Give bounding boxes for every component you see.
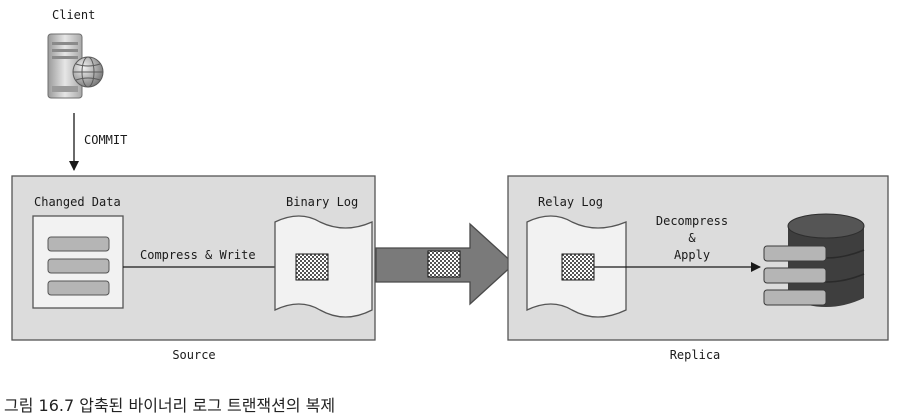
changed-data-box: [32, 215, 124, 309]
decompress-amp-label: &: [688, 231, 696, 245]
binary-log-label: Binary Log: [286, 195, 358, 209]
compress-write-label: Compress & Write: [140, 248, 256, 262]
apply-label: Apply: [674, 248, 710, 262]
relay-log-label: Relay Log: [538, 195, 603, 209]
compressed-block: [295, 253, 329, 281]
source-label: Source: [172, 348, 215, 362]
database-icon: [763, 213, 865, 307]
replica-label: Replica: [670, 348, 721, 362]
compressed-block: [561, 253, 595, 281]
commit-label: COMMIT: [84, 133, 127, 147]
server-globe-icon: [47, 33, 104, 99]
relay-log-document: [526, 215, 627, 318]
binary-log-document: [274, 215, 373, 318]
changed-data-label: Changed Data: [34, 195, 121, 209]
transfer-arrow: [375, 222, 515, 306]
client-label: Client: [52, 8, 95, 22]
decompress-label: Decompress: [656, 214, 728, 228]
figure-caption: 그림 16.7 압축된 바이너리 로그 트랜잭션의 복제: [4, 396, 336, 415]
compressed-block: [427, 250, 461, 278]
